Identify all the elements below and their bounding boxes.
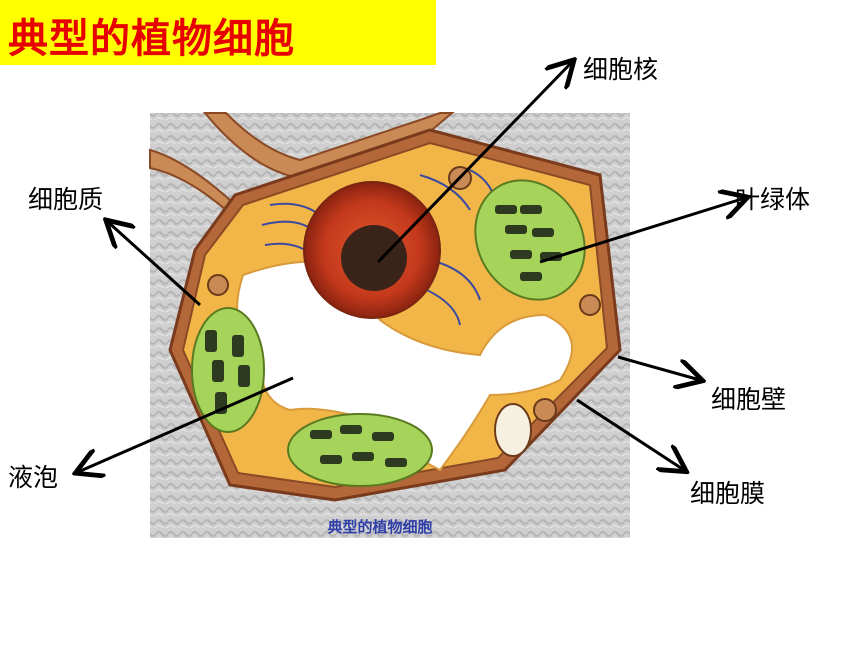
label-cell-membrane: 细胞膜 [690, 479, 766, 508]
arrow-nucleus [376, 62, 572, 264]
arrow-vacuole [78, 376, 294, 472]
neighbor-cell-wall [202, 112, 455, 180]
chloroplast-top-right [474, 179, 586, 301]
pointer-arrows [78, 62, 745, 472]
label-nucleus: 细胞核 [583, 55, 659, 84]
figure-caption: 典型的植物细胞 [327, 518, 432, 536]
label-vacuole: 液泡 [8, 463, 59, 492]
vacuole [236, 260, 573, 472]
label-chloroplast: 叶绿体 [735, 185, 811, 214]
chloroplast-bottom [287, 413, 433, 487]
title-banner: 典型的植物细胞 [0, 0, 436, 65]
label-cytoplasm: 细胞质 [28, 185, 104, 214]
arrow-cell-membrane [576, 398, 684, 470]
vesicle [494, 403, 532, 457]
nucleolus [341, 225, 407, 291]
arrow-chloroplast [539, 198, 745, 264]
arrow-cell-wall [617, 355, 700, 380]
chloroplast-left [191, 307, 265, 433]
arrow-cytoplasm [108, 222, 202, 307]
page-title: 典型的植物细胞 [8, 16, 295, 62]
label-cell-wall: 细胞壁 [711, 385, 787, 414]
